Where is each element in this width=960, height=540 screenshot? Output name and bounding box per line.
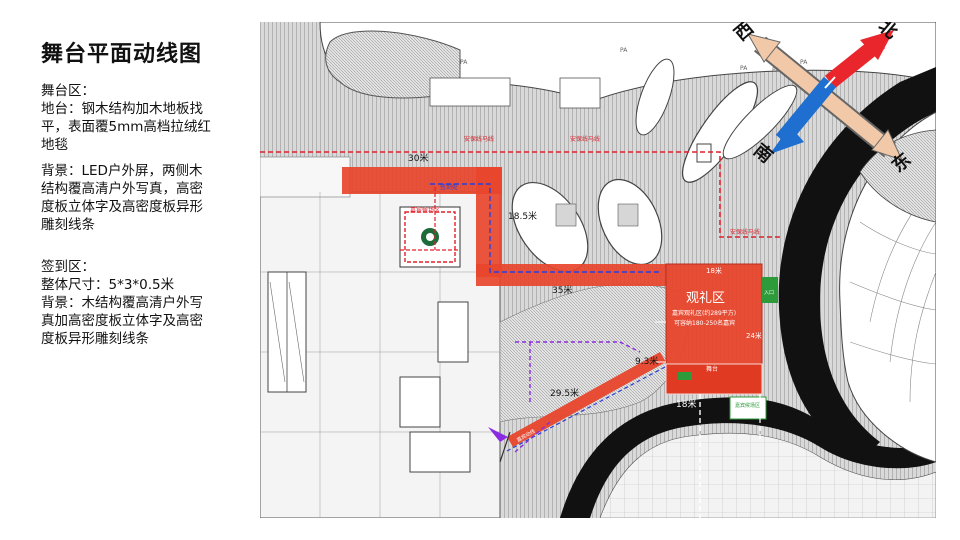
dim-18m-top: 18米 [706, 266, 722, 275]
stage-section: 舞台区： 地台：钢木结构加木地板找 平，表面覆5mm高档拉绒红 地毯 [41, 82, 251, 154]
stage-bg-line-4: 雕刻线条 [41, 217, 95, 233]
stage-bg-line-2: 结构覆高清户外写真，高密 [41, 181, 203, 197]
stage-label: 舞台 [706, 365, 718, 373]
pa-label-4: PA [772, 67, 780, 74]
signin-section: 签到区： 整体尺寸：5*3*0.5米 背景：木结构覆高清户外写 真加高密度板立体… [41, 258, 251, 348]
zone-vertical [476, 167, 502, 277]
escalator-left [267, 271, 307, 393]
top-bench [429, 77, 511, 107]
right-pod-2 [635, 58, 675, 136]
zone-top-band [342, 167, 502, 194]
visitor-route [430, 183, 660, 273]
signin-bg-line-1: 背景：木结构覆高清户外写 [41, 295, 203, 311]
route-lines [260, 151, 780, 518]
stage-bg-line-1: 背景：LED户外屏，两侧木 [41, 163, 203, 179]
pa-label-5: PA [800, 59, 808, 66]
viewing-area-title: 观礼区 [686, 290, 725, 306]
page-title: 舞台平面动线图 [41, 42, 203, 67]
safety-label-top: 安保线马线 [464, 135, 494, 143]
stage-background-section: 背景：LED户外屏，两侧木 结构覆高清户外写真，高密 度板立体字及高密度板异形 … [41, 162, 251, 234]
signin-size-line: 整体尺寸：5*3*0.5米 [41, 277, 175, 293]
entrance-label: 入口 [764, 290, 774, 296]
plaza-grid [599, 432, 936, 518]
stage-zones [342, 167, 763, 447]
dim-30m: 30米 [408, 152, 428, 164]
dim-29-5m: 29.5米 [550, 387, 579, 399]
escalator-right [399, 301, 471, 473]
guest-box-label: 嘉宾候场区 [735, 402, 760, 409]
signin-heading: 签到区： [41, 259, 95, 275]
dim-24m: 24米 [746, 331, 762, 340]
road-right [778, 67, 936, 462]
dim-9-3m: 9.3米 [635, 355, 658, 367]
floor-plan-svg: 西 北 南 东 PA PA PA PA PA 安保线马线 安保线马线 安保线马线… [260, 22, 936, 518]
stage-floor-line-2: 平，表面覆5mm高档拉绒红 [41, 119, 211, 135]
building-annex [260, 156, 351, 198]
diagonal-walkway [507, 352, 666, 447]
stage-heading: 舞台区： [41, 83, 95, 99]
right-pod-3 [722, 84, 798, 160]
road-bottom [560, 397, 936, 518]
pa-label-1: PA [460, 59, 468, 66]
top-left-pod [325, 30, 461, 99]
safety-label-right: 安保线马线 [730, 228, 760, 236]
viewing-area-sub-2: 可容纳180-250名嘉宾 [674, 319, 735, 327]
viewing-area-sub-1: 嘉宾观礼区(约289平方) [672, 309, 736, 317]
dim-35m: 35米 [552, 284, 572, 296]
safety-label-top-2: 安保线马线 [570, 135, 600, 143]
guest-area-label: 嘉宾候场区 [410, 206, 440, 214]
zone-mid-band [476, 264, 666, 286]
description-panel: 舞台平面动线图 舞台区： 地台：钢木结构加木地板找 平，表面覆5mm高档拉绒红 … [41, 36, 251, 356]
green-marker [762, 277, 778, 303]
shop-dashed-border [404, 211, 456, 263]
guest-box [729, 396, 767, 420]
stage-bg-line-3: 度板立体字及高密度板异形 [41, 199, 203, 215]
guest-route [515, 341, 641, 353]
pa-label-2: PA [620, 47, 628, 54]
sign-in-label: 签到处 [440, 183, 458, 191]
dim-18-5m: 18.5米 [508, 210, 537, 222]
signin-bg-line-3: 度板异形雕刻线条 [41, 331, 149, 347]
signin-bg-line-2: 真加高密度板立体字及高密 [41, 313, 203, 329]
stage-floor-line-1: 地台：钢木结构加木地板找 [41, 101, 203, 117]
stage-floor-line-3: 地毯 [41, 137, 68, 153]
floor-plan: 西 北 南 东 PA PA PA PA PA 安保线马线 安保线马线 安保线马线… [260, 22, 936, 518]
compass [746, 30, 903, 161]
dim-18m-bottom: 18米 [676, 398, 696, 410]
pa-label-3: PA [740, 65, 748, 72]
